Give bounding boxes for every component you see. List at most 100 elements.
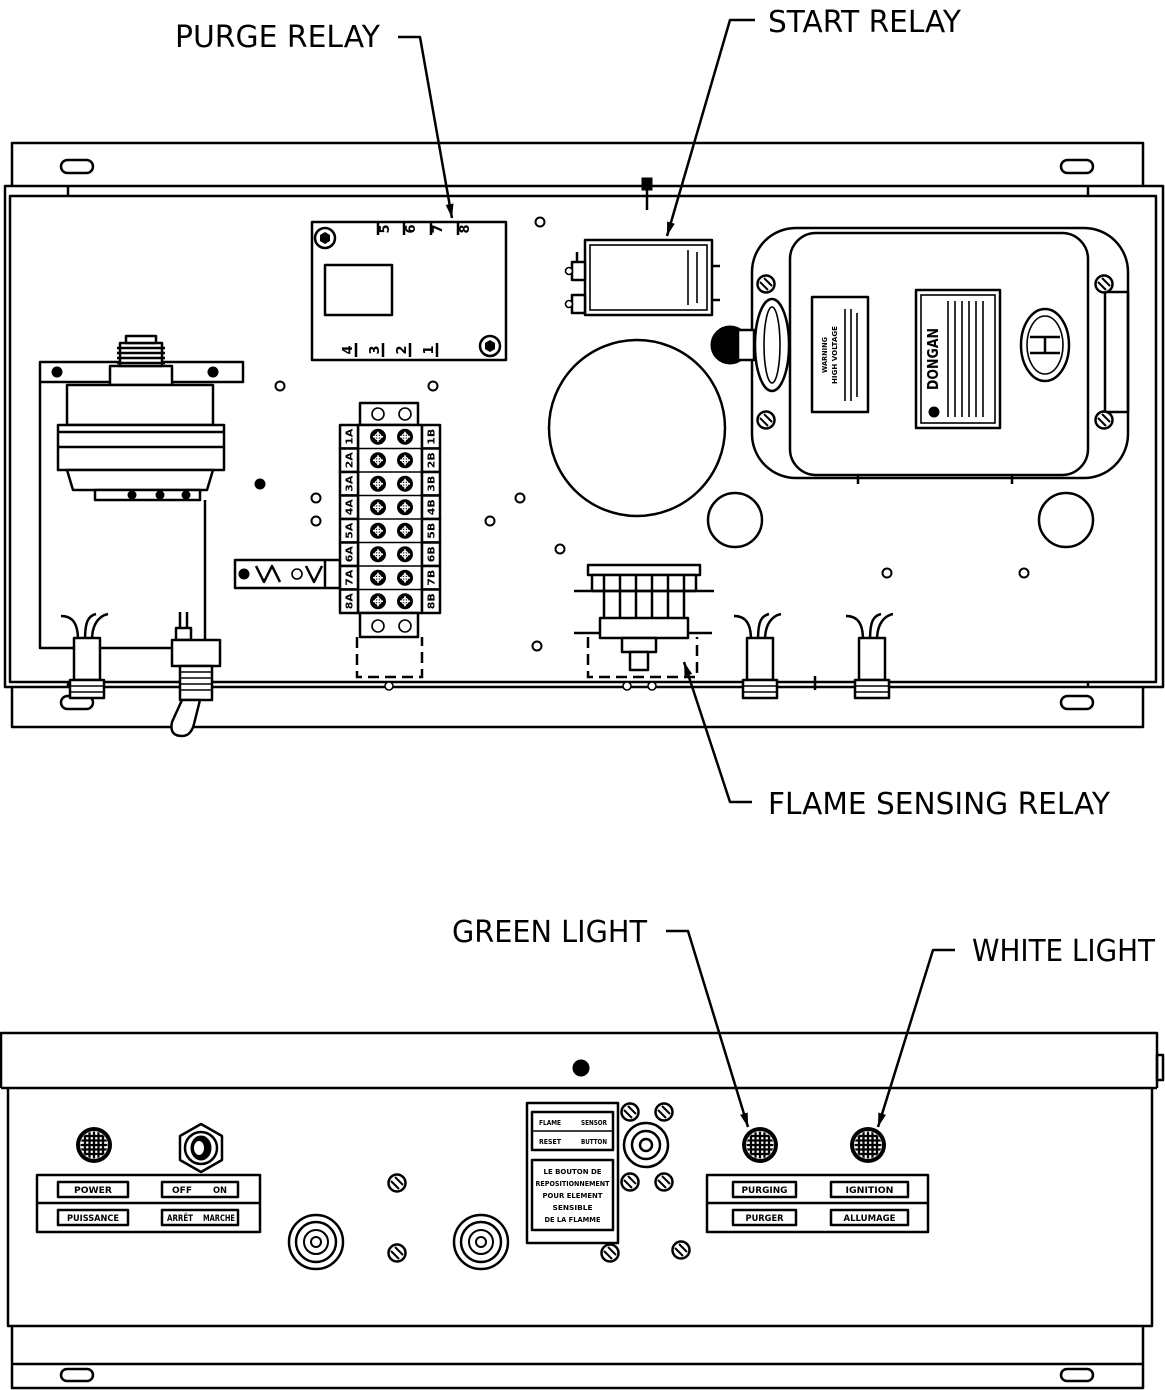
label-arret: ARRÊT [167,1212,193,1224]
warning-title: WARNING [821,337,829,373]
label-reset-fr-3: POUR ELEMENT [543,1192,603,1200]
label-allumage: ALLUMAGE [844,1214,896,1224]
label-reset-fr-5: DE LA FLAMME [545,1216,601,1224]
terminal-label-4B: 4B [427,499,438,515]
label-purger: PURGER [746,1214,784,1224]
chassis-inner-edge [8,194,1158,684]
leader-start-relay [665,18,755,237]
terminal-label-box [420,588,442,615]
purge-relay: 5 6 7 8 4 3 2 1 [310,220,508,362]
purge-timer-motor [38,334,245,650]
terminal-label-6B: 6B [427,546,438,562]
power-lamp-icon [76,1127,112,1163]
terminal-label-4A: 4A [345,499,356,515]
terminal-screw-icon [396,474,414,493]
leader-purge-relay [398,35,454,219]
purge-relay-pin-7: 7 [431,224,446,233]
front-bottom-flange [10,1326,1145,1390]
terminal-label-2A: 2A [345,452,356,468]
toggle-switch-lever [170,698,202,738]
terminal-label-3A: 3A [345,475,356,491]
label-reset: RESET [539,1138,561,1146]
callout-green-light: GREEN LIGHT [452,915,648,950]
label-reset-fr-4: SENSIBLE [553,1204,593,1212]
start-relay-terminal-screw [564,299,574,309]
screw-icon [600,1243,620,1263]
terminal-screw-icon [369,545,387,564]
mounting-slot [59,1367,95,1383]
terminal-screw-icon [396,451,414,470]
knockout-hole [1037,491,1095,549]
leader-flame-sensing-relay [682,661,752,804]
terminal-screw-icon [369,498,387,517]
terminal-label-5A: 5A [345,522,356,538]
warning-plate: WARNING HIGH VOLTAGE [810,295,870,414]
terminal-screw-icon [369,427,387,446]
knockout-hole [706,491,764,549]
terminal-block-outline-dashed [355,637,424,679]
power-label-plate: POWER OFF ON PUISSANCE ARRÊT MARCHE [35,1173,262,1234]
terminal-screw-icon [396,568,414,587]
start-relay-inner [589,244,708,311]
chassis-holes [254,216,1030,691]
toggle-switch-body [170,638,222,668]
callout-white-light: WHITE LIGHT [972,934,1156,969]
callout-flame-sensing-relay: FLAME SENSING RELAY [768,787,1111,822]
toggle-switch-nut [178,664,214,702]
purge-relay-body [310,220,508,362]
purge-relay-pin-4: 4 [341,345,356,354]
mounting-slot [1059,1367,1095,1383]
terminal-label-8A: 8A [345,593,356,609]
cover-hinge-nub [1155,1053,1165,1082]
transformer-lead-boot [753,297,791,393]
chassis-outer-edge [3,184,1165,689]
start-relay-terminal [570,293,587,315]
flame-sensing-relay [574,563,714,679]
label-off: OFF [172,1186,192,1196]
power-toggle-nut-icon [178,1122,224,1174]
label-power: POWER [74,1186,112,1196]
screw-icon [387,1243,407,1263]
motor-body [65,383,215,427]
reset-label-plate: FLAME SENSOR RESET BUTTON LE BOUTON DE R… [525,1101,620,1245]
wire-grommet [844,612,895,700]
green-lamp-icon [742,1127,778,1163]
top-flange [10,141,1145,186]
cover-screw-icon [572,1059,590,1077]
screw-icon [387,1173,407,1193]
start-relay-terminal [570,260,587,282]
terminal-screw-icon [396,498,414,517]
mounting-slot [59,158,95,175]
purge-relay-pin-6: 6 [404,224,419,233]
terminal-label-1A: 1A [345,428,356,444]
start-relay [564,177,720,317]
transformer-brand: DONGAN [924,328,942,390]
label-reset-fr-2: REPOSITIONNEMENT [536,1180,610,1188]
terminal-label-7A: 7A [345,569,356,585]
ignition-transformer: WARNING HIGH VOLTAGE DONGAN [710,226,1130,484]
white-lamp-icon [850,1127,886,1163]
purge-relay-pin-5: 5 [378,224,393,233]
label-reset-fr-1: LE BOUTON DE [544,1168,602,1176]
transformer-side-tab [1103,290,1130,414]
motor-collar [108,364,174,387]
status-label-plate: PURGING IGNITION PURGER ALLUMAGE [705,1173,930,1234]
terminal-screw-icon [369,521,387,540]
terminal-screw-icon [396,521,414,540]
terminal-label-8B: 8B [427,593,438,609]
front-face [6,1088,1154,1328]
transformer-case [788,231,1090,477]
label-on: ON [213,1186,227,1196]
screw-icon [654,1102,674,1122]
bottom-flange [10,687,1145,729]
terminal-label-7B: 7B [427,570,438,586]
sight-port-icon [287,1213,345,1271]
knockout-large [547,338,727,518]
mounting-stud [641,177,653,191]
flame-relay-outline-dashed [586,637,699,679]
terminal-label-6A: 6A [345,546,356,562]
purge-relay-pin-2: 2 [395,345,410,354]
terminal-label-5B: 5B [427,523,438,539]
